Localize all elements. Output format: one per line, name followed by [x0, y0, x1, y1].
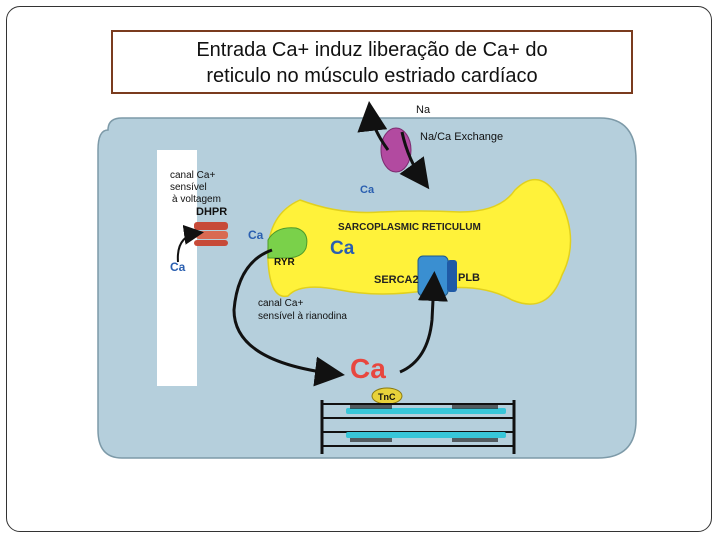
label-ca-outside: Ca	[170, 260, 186, 274]
t-tubule	[157, 150, 197, 386]
label-ca-sr: Ca	[330, 238, 355, 259]
slide-title-line-1: Entrada Ca+ induz liberação de Ca+ do	[196, 39, 548, 61]
serca-uptake-arrow	[399, 271, 448, 374]
label-ryr-note-2: sensível à rianodina	[258, 311, 347, 322]
label-exchanger: Na/Ca Exchange	[420, 131, 503, 143]
label-ryr: RYR	[274, 257, 296, 268]
label-serca: SERCA2	[374, 274, 419, 286]
slide-title: Entrada Ca+ induz liberação de Ca+ do re…	[111, 30, 633, 94]
label-na: Na	[416, 104, 431, 116]
ryr-release-arrow	[232, 248, 345, 387]
label-sr: SARCOPLASMIC RETICULUM	[338, 222, 481, 233]
label-ca-exchanger: Ca	[360, 184, 375, 196]
label-tnc: TnC	[378, 392, 396, 402]
label-ca-dhpr: Ca	[248, 228, 264, 242]
label-dhpr-note-3: à voltagem	[172, 194, 221, 205]
label-ca-cytosol: Ca	[350, 353, 386, 384]
ca-influx-arrow	[399, 131, 430, 190]
label-dhpr-note-2: sensível	[170, 182, 207, 193]
ryr-channel	[267, 227, 308, 259]
label-dhpr-note-1: canal Ca+	[170, 170, 215, 181]
slide-title-line-2: reticulo no músculo estriado cardíaco	[206, 65, 538, 87]
na-efflux-arrow	[357, 101, 390, 151]
sarcoplasmic-reticulum	[267, 178, 572, 305]
sarcomere	[320, 400, 516, 454]
label-plb: PLB	[458, 272, 480, 284]
dhpr-channel	[194, 222, 228, 246]
plb-protein	[447, 260, 457, 292]
label-ryr-note-1: canal Ca+	[258, 298, 303, 309]
label-dhpr: DHPR	[196, 206, 227, 218]
dhpr-ca-arrow	[176, 224, 204, 263]
